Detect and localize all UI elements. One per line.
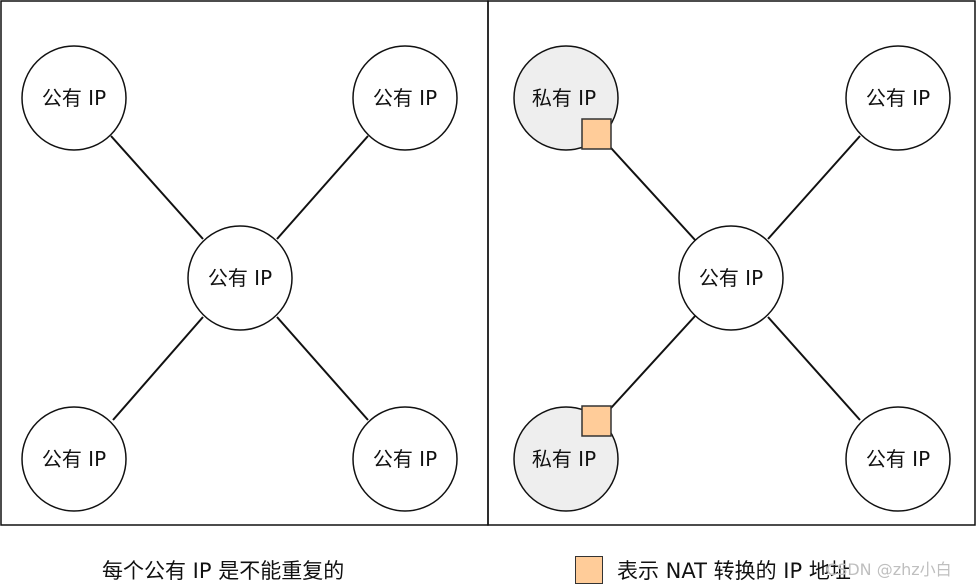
left-edge-bottom-left [112,316,204,421]
right-label-top-left: 私有 IP [532,86,596,110]
left-center-label: 公有 IP [208,266,272,290]
nat-legend-text: 表示 NAT 转换的 IP 地址 [617,559,851,583]
left-panel: 公有 IP 公有 IP 公有 IP 公有 IP 公有 IP [21,45,458,512]
left-label-top-left: 公有 IP [42,86,106,110]
left-edge-top-left [110,135,204,240]
nat-legend-swatch [575,556,603,584]
nat-marker-top [581,118,612,150]
right-node-bottom-right [845,406,951,512]
right-label-bottom-right: 公有 IP [866,447,930,471]
right-label-bottom-left: 私有 IP [532,447,596,471]
left-node-top-left [21,45,127,151]
left-edge-bottom-right [276,316,369,421]
right-node-top-right [845,45,951,151]
right-panel: 公有 IP 私有 IP 公有 IP 私有 IP 公有 IP [513,45,951,512]
left-label-top-right: 公有 IP [373,86,437,110]
right-edge-top-left [610,147,697,242]
right-label-top-right: 公有 IP [866,86,930,110]
right-edge-bottom-left [610,314,697,409]
nat-marker-bottom [581,405,612,437]
right-center-node [678,225,784,331]
left-caption: 每个公有 IP 是不能重复的 [102,559,345,583]
right-panel-frame [487,0,976,526]
left-node-top-right [352,45,458,151]
right-center-label: 公有 IP [699,266,763,290]
left-center-node [187,225,293,331]
right-edge-top-right [767,135,861,240]
watermark: CSDN @zhz小白 [826,560,952,579]
left-node-bottom-left [21,406,127,512]
left-edge-top-right [276,135,369,240]
left-label-bottom-left: 公有 IP [42,447,106,471]
left-node-bottom-right [352,406,458,512]
left-label-bottom-right: 公有 IP [373,447,437,471]
right-edge-bottom-right [767,316,861,421]
